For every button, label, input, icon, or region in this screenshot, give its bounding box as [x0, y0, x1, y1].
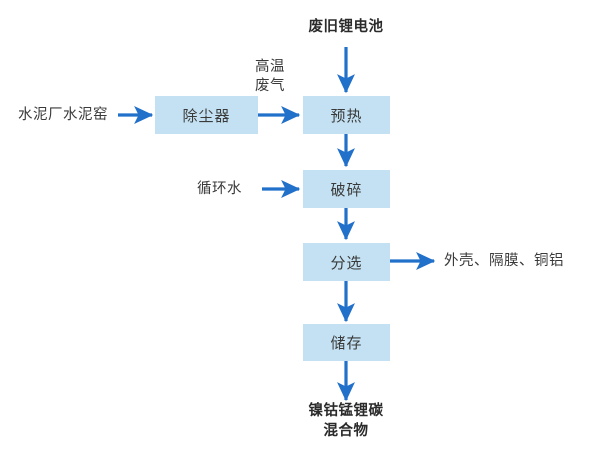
- node-storage[interactable]: 储存: [303, 324, 390, 361]
- node-label: 分选: [330, 253, 363, 272]
- label-hot-gas-line2: 废气: [255, 78, 285, 94]
- label-top-feed: 废旧锂电池: [308, 19, 384, 35]
- node-preheat[interactable]: 预热: [303, 96, 390, 134]
- label-final-output-line1: 镍钴锰锂碳: [308, 403, 384, 419]
- label-left-feed: 水泥厂水泥窑: [18, 107, 108, 123]
- node-dust-collector[interactable]: 除尘器: [155, 96, 258, 134]
- node-sort[interactable]: 分选: [303, 243, 390, 281]
- label-water-feed: 循环水: [197, 181, 242, 197]
- label-side-output: 外壳、隔膜、铜铝: [444, 253, 564, 269]
- node-label: 除尘器: [182, 106, 231, 125]
- node-label: 储存: [330, 334, 363, 352]
- node-crush[interactable]: 破碎: [303, 170, 390, 208]
- label-final-output-line2: 混合物: [323, 423, 369, 439]
- node-label: 预热: [330, 106, 363, 125]
- label-hot-gas-line1: 高温: [255, 59, 285, 75]
- node-label: 破碎: [330, 180, 363, 199]
